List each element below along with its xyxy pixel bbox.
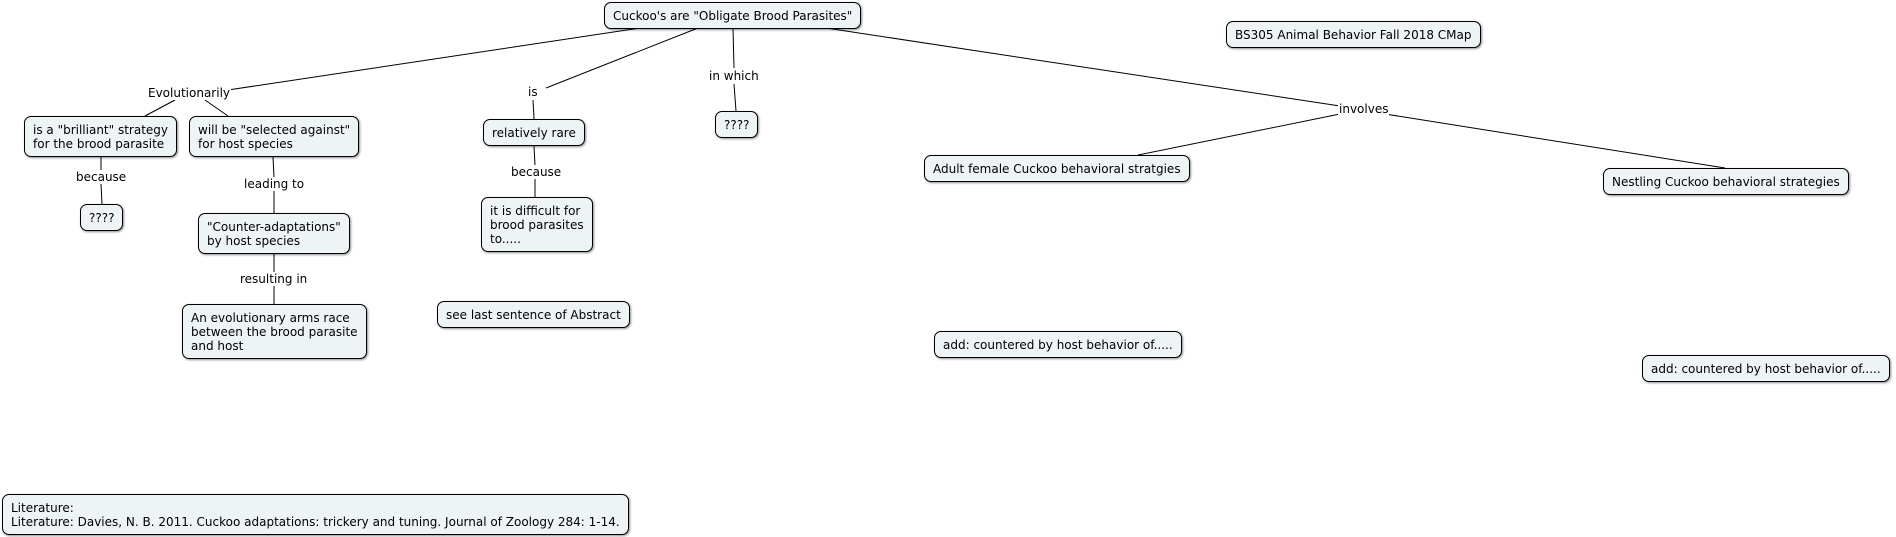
concept-relatively-rare[interactable]: relatively rare xyxy=(483,119,585,146)
concept-unknown[interactable]: ???? xyxy=(715,111,759,138)
link-label-in-which: in which xyxy=(708,69,760,83)
concept-difficult[interactable]: it is difficult for brood parasites to..… xyxy=(481,197,593,252)
link-label-is: is xyxy=(527,85,539,99)
concept-brilliant-strategy[interactable]: is a "brilliant" strategy for the brood … xyxy=(24,116,178,157)
link-label-involves: involves xyxy=(1338,102,1390,116)
concept-nestling[interactable]: Nestling Cuckoo behavioral strategies xyxy=(1603,168,1849,195)
concept-add-countered[interactable]: add: countered by host behavior of..... xyxy=(1642,355,1890,382)
concept-adult-female[interactable]: Adult female Cuckoo behavioral stratgies xyxy=(924,155,1190,182)
concept-add-countered[interactable]: add: countered by host behavior of..... xyxy=(934,331,1182,358)
link-label-evolutionarily: Evolutionarily xyxy=(147,86,232,100)
link-label-leading-to: leading to xyxy=(243,177,306,191)
concept-course-title[interactable]: BS305 Animal Behavior Fall 2018 CMap xyxy=(1226,21,1481,48)
concept-selected-against[interactable]: will be "selected against" for host spec… xyxy=(189,116,360,157)
link-label-because: because xyxy=(510,165,563,179)
concept-root[interactable]: Cuckoo's are "Obligate Brood Parasites" xyxy=(604,2,862,29)
concept-unknown[interactable]: ???? xyxy=(80,204,124,231)
concept-arms-race[interactable]: An evolutionary arms race between the br… xyxy=(182,304,367,359)
literature-note[interactable]: Literature: Literature: Davies, N. B. 20… xyxy=(2,494,629,535)
concept-counter-adaptations[interactable]: "Counter-adaptations" by host species xyxy=(198,213,350,254)
link-label-resulting-in: resulting in xyxy=(239,272,309,286)
concept-see-abstract[interactable]: see last sentence of Abstract xyxy=(437,301,630,328)
link-label-because: because xyxy=(75,170,128,184)
